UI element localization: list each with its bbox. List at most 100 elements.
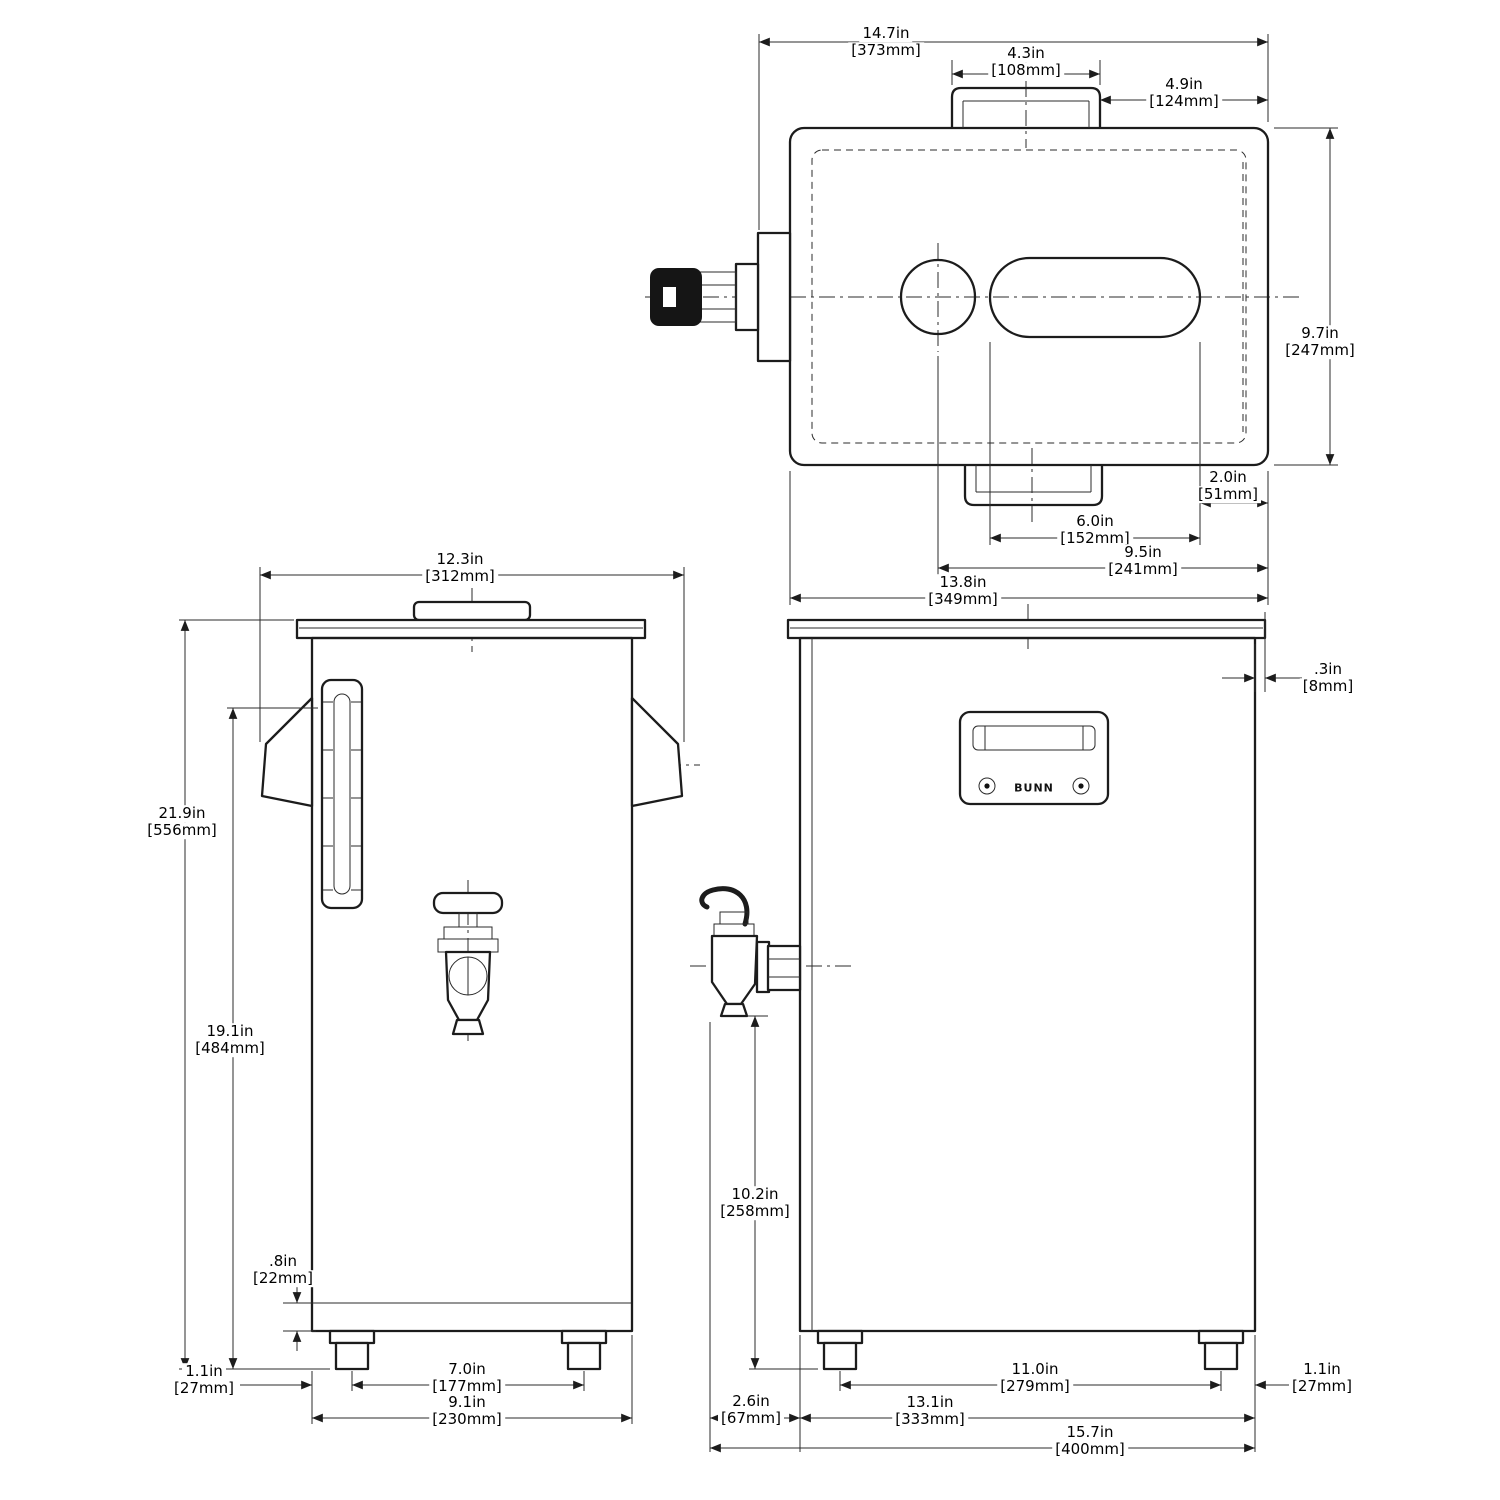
- dim-mm: [258mm]: [717, 1203, 793, 1220]
- dim-top-overall-width: 14.7in [373mm]: [848, 25, 924, 59]
- front-view-dimension-lines: [710, 673, 1302, 1453]
- dim-mm: [27mm]: [1288, 1378, 1356, 1395]
- top-view: [645, 34, 1338, 605]
- dim-top-depth: 9.7in [247mm]: [1282, 325, 1358, 359]
- dim-mm: [230mm]: [429, 1411, 505, 1428]
- dim-in: 2.6in: [729, 1393, 773, 1410]
- front-view-faucet: [690, 886, 852, 1018]
- dim-mm: [247mm]: [1282, 342, 1358, 359]
- dim-mm: [51mm]: [1194, 486, 1262, 503]
- dim-side-base-width: 9.1in [230mm]: [429, 1394, 505, 1428]
- front-view-feet: [816, 1329, 1245, 1371]
- left-carry-handle: [260, 696, 314, 808]
- dim-mm: [373mm]: [848, 42, 924, 59]
- dim-in: .8in: [265, 1253, 300, 1270]
- faucet-flange: [756, 231, 792, 363]
- faucet-handle-slot: [663, 287, 676, 307]
- faucet-spout: [451, 1018, 485, 1036]
- lid-knob: [412, 600, 532, 622]
- side-view-body-outline: [310, 636, 634, 1333]
- top-view-round-opening: [899, 258, 977, 336]
- dim-in: 13.8in: [936, 574, 990, 591]
- dim-in: 13.1in: [903, 1394, 957, 1411]
- dim-side-handle-height: 19.1in [484mm]: [192, 1023, 268, 1057]
- dim-front-lid-overhang: .3in [8mm]: [1299, 661, 1357, 695]
- left-screw: [978, 777, 996, 795]
- dim-side-overall-height: 21.9in [556mm]: [144, 805, 220, 839]
- dim-mm: [67mm]: [717, 1410, 785, 1427]
- faucet-body: [710, 934, 759, 1006]
- front-view: [690, 604, 1302, 1453]
- dim-mm: [400mm]: [1052, 1441, 1128, 1458]
- side-view-faucet: [432, 880, 504, 1046]
- dim-top-slot-to-edge: 2.0in [51mm]: [1194, 469, 1262, 503]
- dim-top-handle-to-edge: 4.9in [124mm]: [1146, 76, 1222, 110]
- dim-in: 14.7in: [859, 25, 913, 42]
- dim-in: .3in: [1310, 661, 1345, 678]
- dim-in: 4.9in: [1162, 76, 1206, 93]
- dim-side-foot-offset: 1.1in [27mm]: [170, 1363, 238, 1397]
- right-screw: [1072, 777, 1090, 795]
- side-view-feet: [328, 1329, 608, 1371]
- side-view: [179, 567, 700, 1424]
- dim-side-bottom-seam: .8in [22mm]: [249, 1253, 317, 1287]
- dim-in: 6.0in: [1073, 513, 1117, 530]
- dim-top-handle-width: 4.3in [108mm]: [988, 45, 1064, 79]
- dim-in: 9.7in: [1298, 325, 1342, 342]
- dim-mm: [241mm]: [1105, 561, 1181, 578]
- dim-mm: [279mm]: [997, 1378, 1073, 1395]
- top-view-bottom-handle: [963, 465, 1104, 507]
- dim-in: 9.5in: [1121, 544, 1165, 561]
- handle-plate: [958, 710, 1110, 806]
- faucet-t-handle: [432, 891, 504, 915]
- dim-in: 19.1in: [203, 1023, 257, 1040]
- top-view-inner-dashed: [811, 149, 1247, 444]
- dim-in: 4.3in: [1004, 45, 1048, 62]
- brand-logo: BUNN: [1014, 781, 1054, 795]
- top-view-slot-opening: [988, 256, 1202, 339]
- faucet-neck: [734, 262, 760, 332]
- dim-front-faucet-height: 10.2in [258mm]: [717, 1186, 793, 1220]
- dim-mm: [312mm]: [422, 568, 498, 585]
- dim-front-foot-offset: 1.1in [27mm]: [1288, 1361, 1356, 1395]
- faucet-spout: [719, 1002, 749, 1018]
- dim-mm: [27mm]: [170, 1380, 238, 1397]
- dim-mm: [8mm]: [1299, 678, 1357, 695]
- dim-in: 9.1in: [445, 1394, 489, 1411]
- dim-mm: [22mm]: [249, 1270, 317, 1287]
- dim-mm: [333mm]: [892, 1411, 968, 1428]
- dim-in: 7.0in: [445, 1361, 489, 1378]
- dim-in: 2.0in: [1206, 469, 1250, 486]
- lid-flange: [295, 618, 647, 640]
- top-view-faucet: [650, 231, 792, 363]
- dim-mm: [124mm]: [1146, 93, 1222, 110]
- dim-in: 15.7in: [1063, 1424, 1117, 1441]
- faucet-shank-nut: [766, 944, 802, 992]
- sight-gauge: [320, 678, 364, 910]
- dim-side-foot-spacing: 7.0in [177mm]: [429, 1361, 505, 1395]
- dim-mm: [108mm]: [988, 62, 1064, 79]
- dim-in: 1.1in: [182, 1363, 226, 1380]
- dim-front-faucet-projection: 2.6in [67mm]: [717, 1393, 785, 1427]
- dim-front-foot-spacing: 11.0in [279mm]: [997, 1361, 1073, 1395]
- dim-in: 12.3in: [433, 551, 487, 568]
- top-view-top-handle: [950, 86, 1102, 128]
- dim-top-center-to-edge: 9.5in [241mm]: [1105, 544, 1181, 578]
- faucet-lever-handle: [699, 886, 750, 927]
- dim-top-slot-width: 6.0in [152mm]: [1057, 513, 1133, 547]
- dim-in: 11.0in: [1008, 1361, 1062, 1378]
- right-carry-handle: [630, 696, 684, 808]
- top-view-dimension-lines: [759, 37, 1335, 603]
- dim-front-overall-depth: 15.7in [400mm]: [1052, 1424, 1128, 1458]
- dim-side-top-width: 12.3in [312mm]: [422, 551, 498, 585]
- dim-top-body-width: 13.8in [349mm]: [925, 574, 1001, 608]
- dim-mm: [349mm]: [925, 591, 1001, 608]
- top-view-extension-lines: [758, 34, 1338, 605]
- dim-mm: [556mm]: [144, 822, 220, 839]
- dim-in: 10.2in: [728, 1186, 782, 1203]
- dim-mm: [484mm]: [192, 1040, 268, 1057]
- dim-in: 21.9in: [155, 805, 209, 822]
- front-lid-flange: [786, 618, 1267, 640]
